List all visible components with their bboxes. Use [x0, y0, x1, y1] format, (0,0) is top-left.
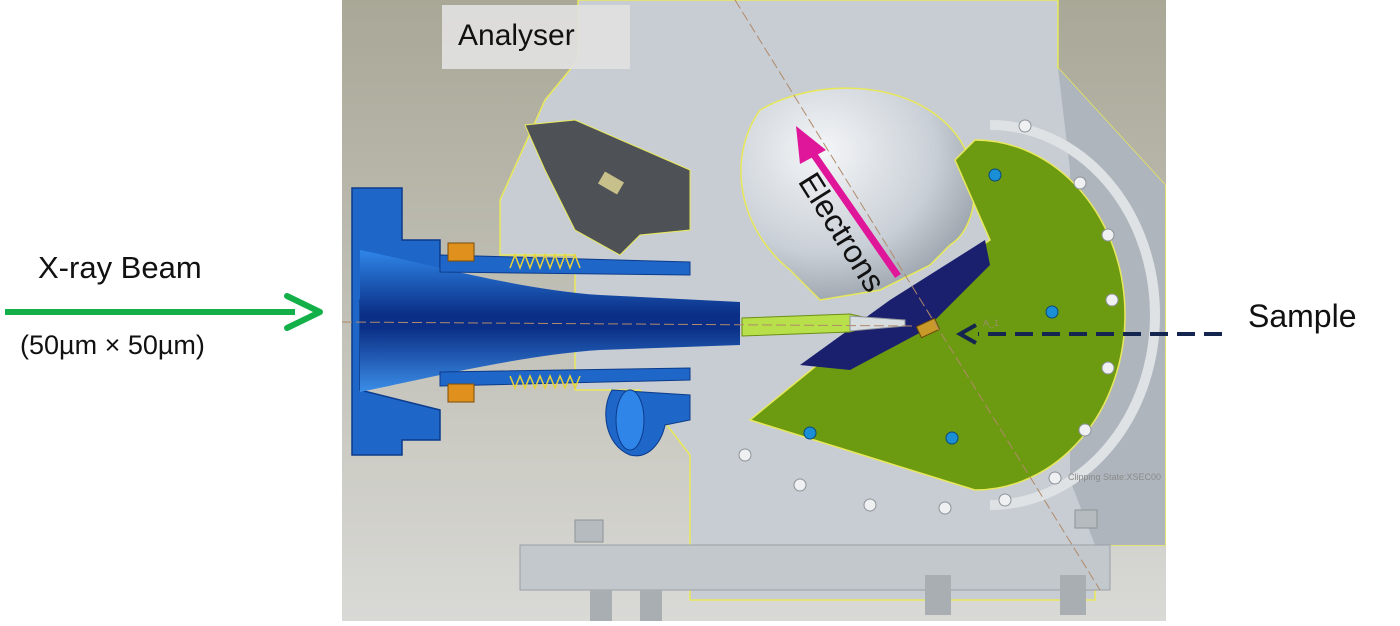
bellows-housing: [439, 254, 691, 387]
analyser-label: Analyser: [458, 19, 575, 52]
orange-fitting-top: [447, 242, 475, 262]
lens-cone: [360, 250, 740, 392]
base-plate: [519, 544, 1111, 591]
analyser-axis: [734, 0, 1101, 591]
xray-beam-label: X-ray Beam: [38, 250, 202, 285]
bellows-spring-top: [509, 252, 581, 271]
base-foot-3: [925, 575, 951, 615]
base-bolt-1: [574, 519, 604, 543]
sample: [915, 317, 941, 339]
valve-face: [615, 389, 645, 451]
electrons-arrow-head: [796, 126, 826, 164]
small-fitting: [597, 171, 625, 195]
holder-screws: [803, 168, 1059, 445]
base-foot-4: [1060, 575, 1086, 615]
sample-wedge: [800, 240, 990, 370]
base-bolt-2: [1074, 509, 1098, 529]
clipping-state-label: Clipping State:XSEC00: [1068, 472, 1162, 482]
marker-label: A_1: [983, 318, 1000, 328]
xray-beam-arrow-head: [284, 293, 323, 331]
beam-size-label: (50µm × 50µm): [20, 330, 205, 360]
electrons-arrow-shaft: [809, 150, 901, 278]
bellows-spring-bottom: [509, 374, 581, 390]
beam-axis: [341, 321, 916, 327]
orange-fitting-bottom: [447, 383, 475, 403]
sample-label: Sample: [1248, 298, 1357, 334]
analyser-label-box: Analyser: [442, 5, 630, 69]
sample-arrow-head: [955, 323, 977, 345]
base-foot-2: [640, 590, 662, 621]
rim-holes: [738, 119, 1119, 515]
sample-holder-rim: [989, 120, 1160, 510]
base-foot-1: [590, 590, 612, 621]
